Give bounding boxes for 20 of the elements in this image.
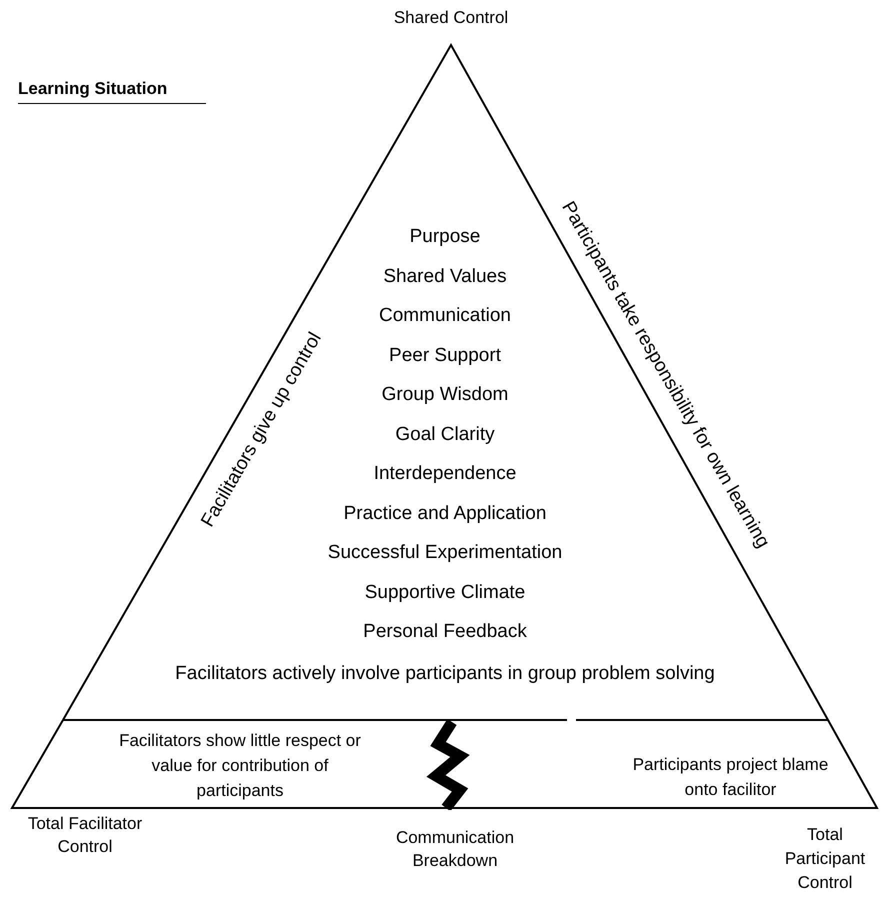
pyramid-section xyxy=(12,720,448,808)
label: Shared Control xyxy=(392,7,510,29)
label: Communication Breakdown xyxy=(394,827,516,872)
text-item: Participants project blame onto facilitor xyxy=(632,754,830,801)
text-item: Peer Support xyxy=(389,344,501,368)
text-item: Goal Clarity xyxy=(395,422,495,446)
text-item: Purpose xyxy=(410,225,480,249)
text-item: Facilitators actively involve participants in group problem solving xyxy=(174,662,716,686)
text-item: Supportive Climate xyxy=(364,580,526,604)
text-item: Personal Feedback xyxy=(363,620,527,644)
text-item: Facilitators show little respect or value for contribution of participants xyxy=(118,730,362,802)
text-item: Group Wisdom xyxy=(382,383,508,407)
text-item: Successful Experimentation xyxy=(328,541,562,565)
label: Total Facilitator Control xyxy=(26,813,144,858)
label: Total Participant Control xyxy=(784,824,866,894)
text-item: Communication xyxy=(379,304,511,328)
text-item: Practice and Application xyxy=(344,502,546,526)
heading: Learning Situation xyxy=(18,78,206,104)
text-item: Shared Values xyxy=(383,264,507,288)
text-item: Interdependence xyxy=(374,462,516,486)
